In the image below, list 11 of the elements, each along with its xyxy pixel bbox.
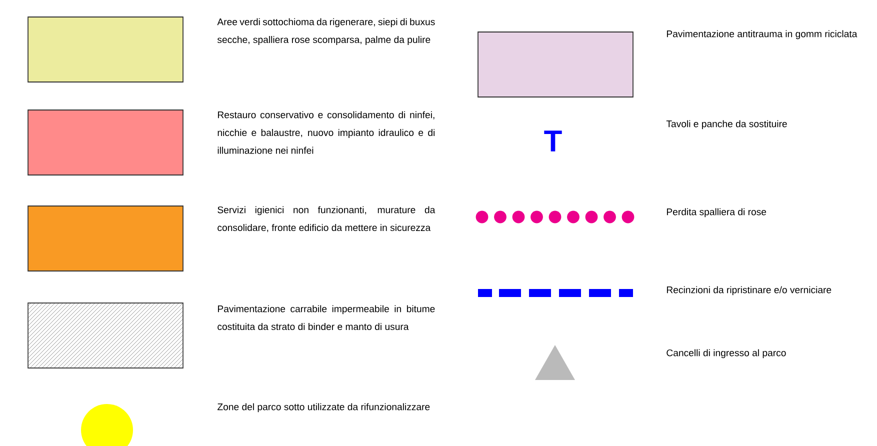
legend-text: Perdita spalliera di rose [667,208,766,218]
legend-text: Cancelli di ingresso al parco [666,349,786,358]
legend-text: Restauro conservativo e consolidamento di ninfei, nicchie e balaustre, nuovo impianto idraulico e di illuminazione nei ninfei [218,111,434,154]
legend-text: Servizi igienici non funzionanti, murature da consolidare, fronte edificio da mettere in sicurezza [218,206,436,232]
legend-text: Pavimentazione carrabile impermeabile in bitume costituita da strato di binder e manto di usura [218,305,435,330]
symbol-letter: T [544,130,562,152]
legend-text: Zone del parco sotto utilizzate da rifunzionalizzare [218,403,430,412]
legend-text: Aree verdi sottochioma da rigenerare, siepi di buxus secche, spalliera rose scomparsa, palme da pulire [217,18,435,45]
legend-text: Recinzioni da ripristinare e/o verniciare [667,286,832,296]
legend-text: Tavoli e panche da sostituire [666,120,787,130]
legend-text: Pavimentazione antitrauma in gomm riciclata [667,30,858,40]
